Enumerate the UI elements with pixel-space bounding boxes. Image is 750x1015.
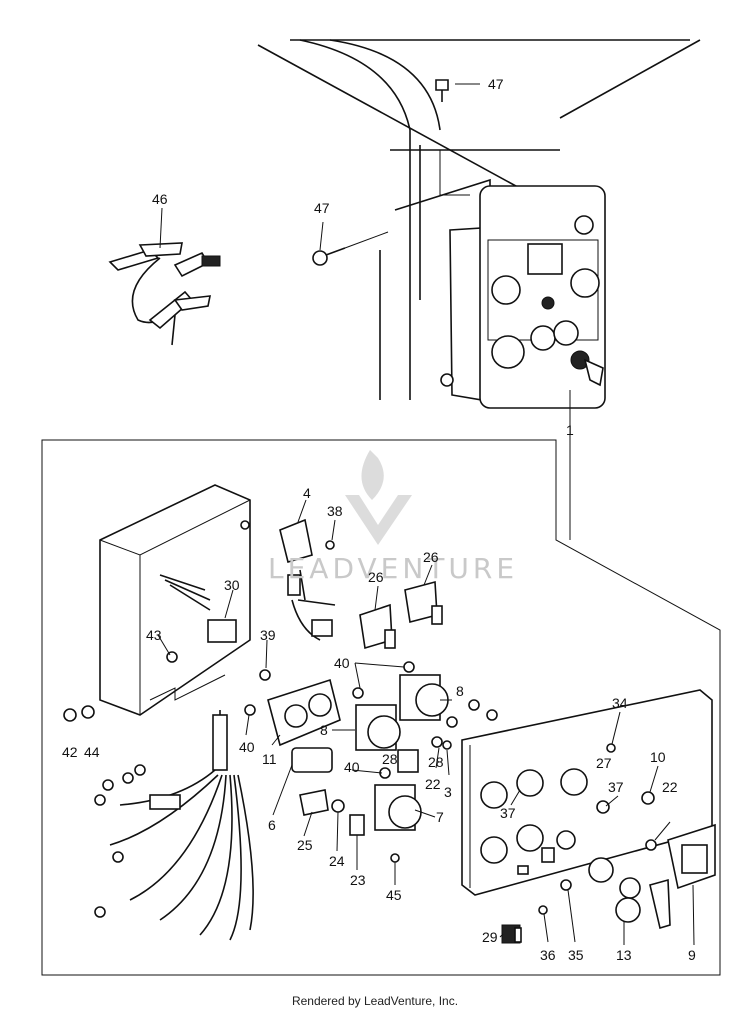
callout-47-top: 47 <box>488 76 504 92</box>
callout-37-left: 37 <box>500 805 516 821</box>
callout-34: 34 <box>612 695 628 711</box>
callout-28-left: 28 <box>382 751 398 767</box>
callout-40-mid: 40 <box>344 759 360 775</box>
knob-10 <box>641 791 655 805</box>
lamp-27 <box>596 800 610 814</box>
callout-11: 11 <box>262 751 277 767</box>
callout-23: 23 <box>350 872 366 888</box>
circuit-breaker-26b <box>404 580 443 625</box>
switch-25 <box>299 789 329 816</box>
callout-22-right: 22 <box>662 779 678 795</box>
callout-40-upper: 40 <box>334 655 350 671</box>
screw-39 <box>259 669 271 681</box>
nut-42 <box>63 708 77 722</box>
callout-1: 1 <box>566 422 574 438</box>
footer-credit: Rendered by LeadVenture, Inc. <box>291 994 459 1008</box>
callout-7: 7 <box>436 809 444 825</box>
nut-44 <box>81 705 95 719</box>
exploded-view-frame <box>41 390 721 976</box>
nut-40c <box>244 704 256 716</box>
receptacle-8-upper <box>399 674 449 721</box>
key-switch-13 <box>588 857 671 930</box>
nuts-stack <box>431 699 498 748</box>
callout-22-left: 22 <box>425 776 441 792</box>
callout-47-side: 47 <box>314 200 330 216</box>
callout-26-right: 26 <box>423 549 439 565</box>
screw-35 <box>560 879 572 891</box>
callout-43: 43 <box>146 627 162 643</box>
receptacle-7 <box>374 784 422 831</box>
screw-36 <box>538 905 548 915</box>
screw-47-side <box>312 231 389 266</box>
callout-27: 27 <box>596 755 612 771</box>
callout-9: 9 <box>688 947 696 963</box>
callout-24: 24 <box>329 853 345 869</box>
washer-3 <box>442 740 452 750</box>
callout-3: 3 <box>444 784 452 800</box>
callout-10: 10 <box>650 749 666 765</box>
callout-36: 36 <box>540 947 556 963</box>
callout-45: 45 <box>386 887 402 903</box>
relay-module <box>279 518 336 641</box>
circuit-breaker-26a <box>359 603 396 650</box>
toggle-switch-28 <box>397 749 419 773</box>
wire-harness <box>94 574 254 941</box>
hour-meter-9 <box>667 823 716 890</box>
rear-enclosure-box <box>99 484 251 716</box>
callout-26-left: 26 <box>368 569 384 585</box>
callout-37-right: 37 <box>608 779 624 795</box>
watermark: LEADVENTURE <box>268 450 518 585</box>
callout-39: 39 <box>260 627 276 643</box>
duplex-receptacle-11 <box>267 678 341 747</box>
switch-6 <box>291 747 333 773</box>
callout-46: 46 <box>152 191 168 207</box>
callout-13: 13 <box>616 947 632 963</box>
callout-25: 25 <box>297 837 313 853</box>
screw-34 <box>606 743 616 753</box>
rocker-switch-29 <box>501 924 522 944</box>
screw-47-top <box>435 79 449 102</box>
nut-40a <box>403 661 415 673</box>
watermark-text: LEADVENTURE <box>268 552 518 585</box>
nut-40b <box>352 687 364 699</box>
callout-35: 35 <box>568 947 584 963</box>
callout-38: 38 <box>327 503 343 519</box>
callout-30: 30 <box>224 577 240 593</box>
callout-42: 42 <box>62 744 78 760</box>
callout-29: 29 <box>482 929 498 945</box>
callout-6: 6 <box>268 817 276 833</box>
callout-28-right: 28 <box>428 754 444 770</box>
bolt-43 <box>166 651 178 663</box>
callout-4: 4 <box>303 485 311 501</box>
receptacle-8-lower <box>355 704 401 751</box>
installed-control-panel <box>440 185 606 409</box>
callout-8-upper: 8 <box>456 683 464 699</box>
screw-38 <box>325 540 335 550</box>
callout-40-left: 40 <box>239 739 255 755</box>
fuse-holder-24-23 <box>331 799 365 836</box>
callout-8-lower: 8 <box>320 722 328 738</box>
nut-22 <box>645 839 657 851</box>
leader-lines <box>157 83 695 946</box>
battery-charging-cable <box>108 242 221 346</box>
screw-45 <box>390 853 400 863</box>
callout-44: 44 <box>84 744 100 760</box>
